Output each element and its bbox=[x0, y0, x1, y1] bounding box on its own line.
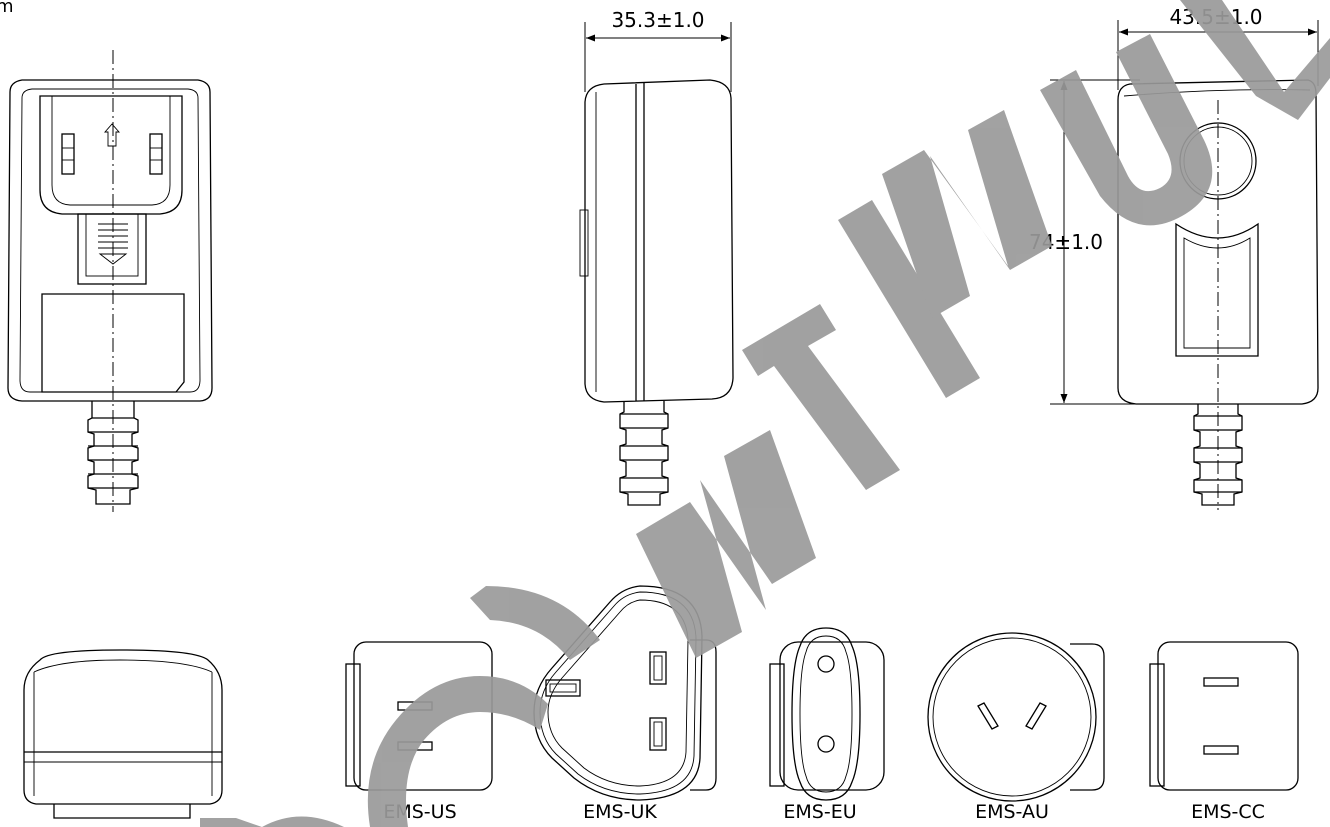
plug-cc-drawing bbox=[1149, 641, 1299, 791]
plug-label-eu: EMS-EU bbox=[783, 801, 856, 823]
plug-au-drawing bbox=[927, 632, 1105, 802]
side-view bbox=[579, 22, 734, 506]
bottom-view bbox=[23, 649, 223, 819]
front-view bbox=[7, 50, 213, 512]
plug-eu-drawing bbox=[769, 627, 885, 801]
discontinued-watermark bbox=[200, 0, 1330, 827]
unit-label: m bbox=[0, 0, 14, 17]
plug-label-au: EMS-AU bbox=[975, 801, 1049, 823]
plug-label-cc: EMS-CC bbox=[1191, 801, 1265, 823]
depth-dimension-label: 35.3±1.0 bbox=[611, 8, 704, 32]
plug-label-uk: EMS-UK bbox=[583, 801, 657, 823]
